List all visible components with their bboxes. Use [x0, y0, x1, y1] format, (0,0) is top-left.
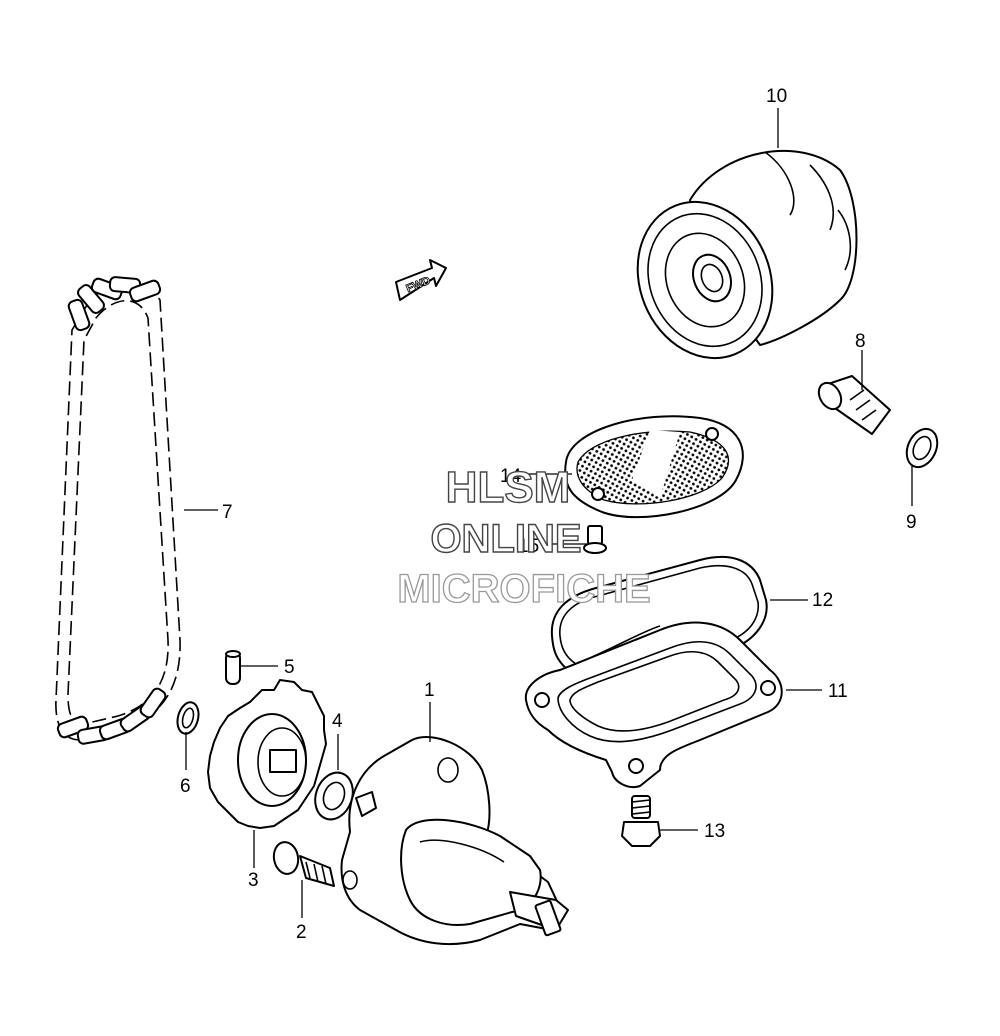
filter-union-bolt[interactable]: [814, 375, 891, 435]
callout-2: 2: [296, 922, 307, 943]
callout-14: 14: [500, 466, 522, 487]
leader-lines: [184, 108, 913, 918]
watermark-line-1: HLSM: [446, 463, 571, 512]
oil-pump-sprocket[interactable]: [207, 679, 327, 829]
watermark-line-3: MICROFICHE: [397, 567, 650, 611]
callout-6: 6: [180, 776, 191, 797]
callout-4: 4: [332, 711, 343, 732]
callout-labels: 10 8 9 14 15 12 11 13 7 5 4 1 6 3 2: [180, 86, 917, 943]
forward-direction-arrow-icon: FWD: [395, 259, 447, 301]
drive-chain[interactable]: [55, 276, 181, 745]
dowel-pin[interactable]: [225, 650, 241, 685]
oil-filter[interactable]: [615, 149, 858, 379]
strainer-screw[interactable]: [583, 525, 607, 554]
callout-12: 12: [812, 590, 833, 611]
callout-9: 9: [906, 512, 917, 533]
callout-5: 5: [284, 657, 295, 678]
callout-8: 8: [855, 331, 866, 352]
oil-pan[interactable]: [524, 621, 783, 788]
circlip[interactable]: [174, 700, 202, 736]
callout-11: 11: [828, 681, 848, 702]
oil-pan-bolt[interactable]: [621, 795, 661, 847]
callout-7: 7: [222, 502, 233, 523]
callout-3: 3: [248, 870, 259, 891]
watermark-line-2: ONLINE: [430, 517, 581, 561]
sprocket-bolt[interactable]: [271, 840, 335, 887]
callout-10: 10: [766, 86, 787, 107]
callout-13: 13: [704, 821, 725, 842]
oil-strainer[interactable]: [564, 415, 744, 519]
watermark: HLSM ONLINE MICROFICHE: [397, 462, 652, 611]
o-ring-washer[interactable]: [901, 424, 943, 472]
callout-1: 1: [424, 680, 435, 701]
callout-15: 15: [518, 536, 539, 557]
oil-pump[interactable]: [340, 735, 569, 946]
